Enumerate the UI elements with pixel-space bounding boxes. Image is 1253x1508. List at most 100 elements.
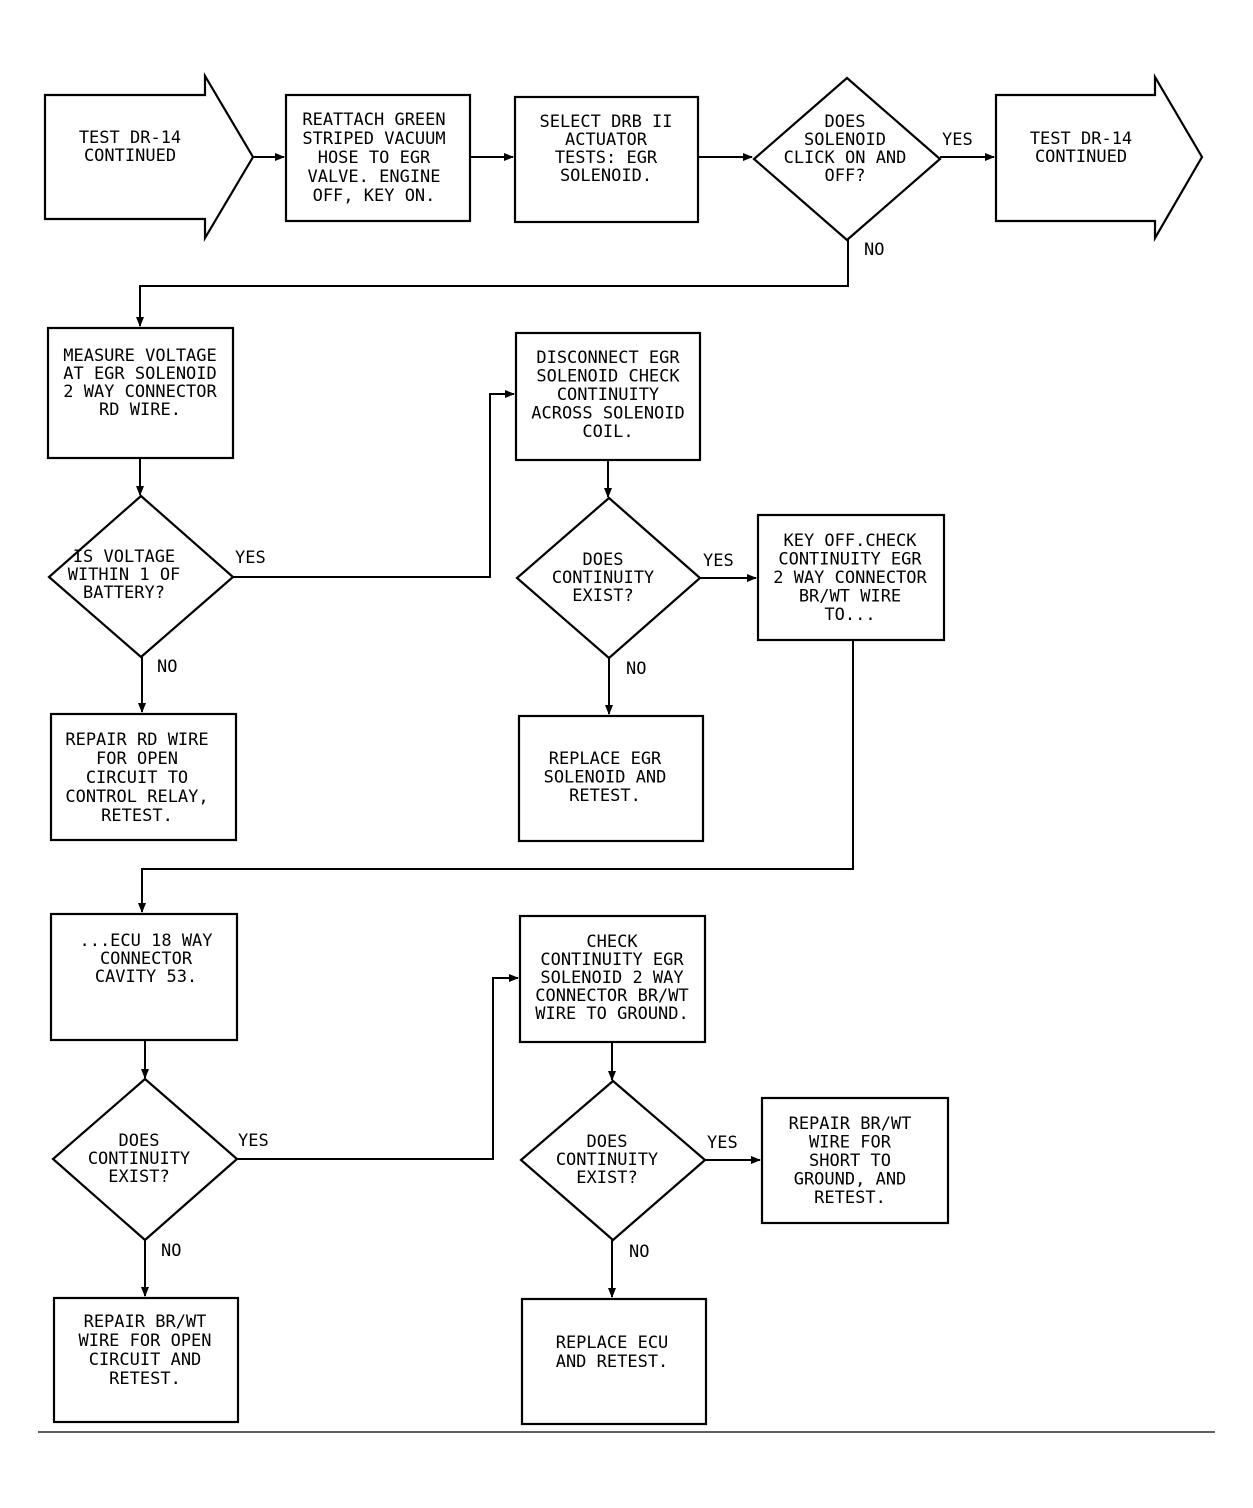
text-line: DOES bbox=[119, 1131, 160, 1151]
text-line: CIRCUIT AND bbox=[89, 1350, 202, 1370]
text-line: SELECT DRB II bbox=[539, 112, 672, 132]
text-line: TEST DR-14 bbox=[79, 128, 181, 148]
box-reattach bbox=[284, 93, 472, 223]
label-voltage-yes: YES bbox=[235, 548, 266, 568]
text-line: SOLENOID CHECK bbox=[536, 367, 680, 387]
text-line: RETEST. bbox=[814, 1188, 886, 1208]
connector-voltage-yes bbox=[233, 390, 515, 578]
text-line: CIRCUIT TO bbox=[86, 768, 188, 788]
label-cont1-no: NO bbox=[626, 659, 646, 679]
text-line: FOR OPEN bbox=[96, 749, 178, 769]
text-line: REPLACE ECU bbox=[556, 1333, 669, 1353]
text-line: DOES bbox=[583, 550, 624, 570]
text-line: RETEST. bbox=[101, 806, 173, 826]
decision-voltage bbox=[47, 494, 235, 659]
text-line: AT EGR SOLENOID bbox=[63, 364, 217, 384]
text-line: ACROSS SOLENOID bbox=[531, 404, 685, 424]
text-line: REATTACH GREEN bbox=[302, 110, 445, 130]
text-line: WIRE FOR bbox=[809, 1133, 892, 1153]
text-line: OFF, KEY ON. bbox=[313, 186, 436, 206]
text-line: CHECK bbox=[586, 932, 638, 952]
text-line: CONNECTOR bbox=[100, 949, 193, 969]
text-line: CONTINUED bbox=[1035, 147, 1127, 167]
label-click-yes: YES bbox=[942, 130, 973, 150]
text-line: SOLENOID AND bbox=[544, 768, 667, 788]
text-line: CONTINUITY bbox=[556, 1150, 658, 1170]
text-line: SOLENOID bbox=[804, 130, 886, 150]
box-select bbox=[513, 95, 700, 224]
box-keyoff bbox=[756, 513, 946, 642]
text-line: DISCONNECT EGR bbox=[536, 348, 680, 368]
label-cont2-yes: YES bbox=[238, 1131, 269, 1151]
branch-labels: YES NO YES NO YES NO YES NO YES NO bbox=[157, 130, 973, 1262]
connector-click-no bbox=[136, 239, 849, 327]
decision-cont1 bbox=[515, 496, 702, 660]
decision-click bbox=[752, 76, 942, 242]
text-line: CONTINUITY bbox=[557, 385, 659, 405]
connectors bbox=[136, 153, 995, 1298]
text-line: RETEST. bbox=[109, 1369, 181, 1389]
shapes bbox=[43, 71, 1204, 1426]
start-arrow-shape bbox=[43, 71, 255, 243]
text-line: CLICK ON AND bbox=[784, 148, 907, 168]
box-disconnect bbox=[514, 331, 702, 462]
text-line: WITHIN 1 OF bbox=[68, 565, 181, 585]
label-cont2-no: NO bbox=[161, 1241, 181, 1261]
text-line: KEY OFF.CHECK bbox=[783, 531, 917, 551]
box-replace-ecu bbox=[520, 1297, 708, 1426]
text-line: REPAIR BR/WT bbox=[84, 1312, 207, 1332]
text-line: REPAIR RD WIRE bbox=[65, 730, 208, 750]
text-line: HOSE TO EGR bbox=[318, 148, 431, 168]
connector-keyoff-to-ecu18 bbox=[138, 640, 854, 913]
text-line: ...ECU 18 WAY bbox=[79, 931, 212, 951]
text-line: 2 WAY CONNECTOR bbox=[773, 568, 927, 588]
text-line: CONNECTOR BR/WT bbox=[535, 986, 689, 1006]
text-line: OFF? bbox=[825, 166, 866, 186]
text-line: 2 WAY CONNECTOR bbox=[63, 382, 217, 402]
text-line: TESTS: EGR bbox=[555, 148, 658, 168]
text-line: GROUND, AND bbox=[794, 1170, 907, 1190]
text-line: TEST DR-14 bbox=[1030, 129, 1132, 149]
connector-cont2-yes bbox=[237, 974, 519, 1160]
text-line: CONTINUED bbox=[84, 146, 176, 166]
box-replace-sol bbox=[517, 714, 705, 843]
text-line: EXIST? bbox=[576, 1168, 637, 1188]
text-line: CONTROL RELAY, bbox=[65, 787, 208, 807]
text-line: SOLENOID 2 WAY bbox=[540, 968, 683, 988]
decision-cont2 bbox=[51, 1077, 239, 1242]
text-line: CONTINUITY EGR bbox=[778, 550, 922, 570]
text-line: COIL. bbox=[582, 422, 633, 442]
text-line: MEASURE VOLTAGE bbox=[63, 346, 217, 366]
text-line: WIRE FOR OPEN bbox=[78, 1331, 211, 1351]
text-line: REPLACE EGR bbox=[549, 749, 662, 769]
text-line: CONTINUITY EGR bbox=[540, 950, 684, 970]
label-click-no: NO bbox=[864, 240, 884, 260]
text-line: REPAIR BR/WT bbox=[789, 1114, 912, 1134]
text-line: WIRE TO GROUND. bbox=[535, 1004, 689, 1024]
label-cont3-yes: YES bbox=[707, 1133, 738, 1153]
text-line: EXIST? bbox=[108, 1167, 169, 1187]
text-line: RD WIRE. bbox=[99, 400, 181, 420]
text-line: SHORT TO bbox=[809, 1151, 891, 1171]
text-line: STRIPED VACUUM bbox=[302, 129, 445, 149]
text-line: CAVITY 53. bbox=[95, 967, 197, 987]
box-repair-open bbox=[52, 1296, 240, 1424]
label-cont1-yes: YES bbox=[703, 551, 734, 571]
label-voltage-no: NO bbox=[157, 657, 177, 677]
